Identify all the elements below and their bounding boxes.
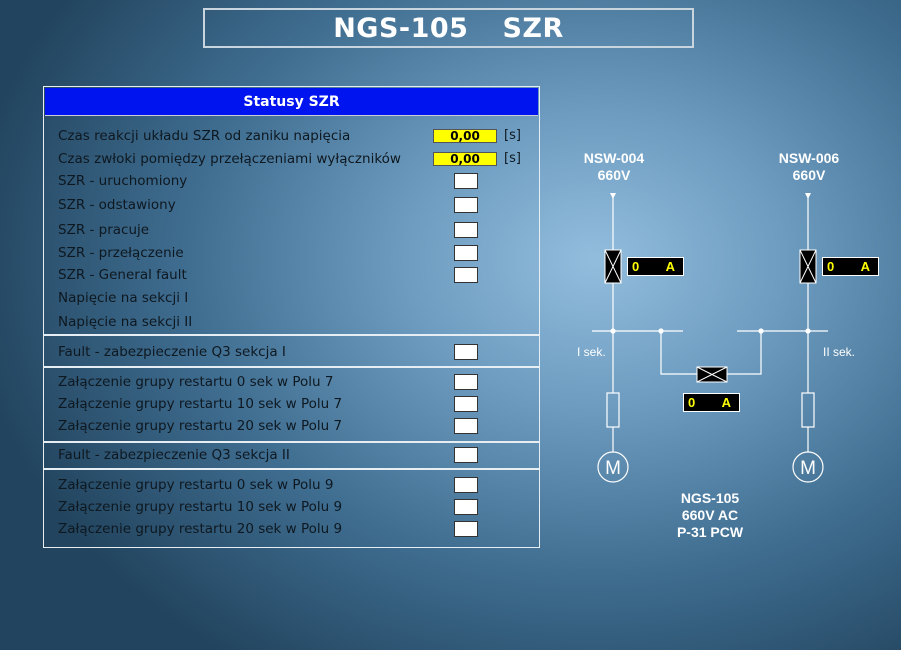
right-feeder-current-display: 0 A [822, 257, 879, 276]
left-feeder-current-value: 0 [632, 259, 640, 274]
section-1-label: I sek. [577, 345, 606, 359]
station-name: NGS-105 [680, 490, 740, 506]
right-bus-node [805, 328, 811, 334]
label-szr-stopped: SZR - odstawiony [58, 197, 176, 213]
left-feeder-arrow [610, 193, 616, 199]
coupler-left-line [660, 331, 697, 375]
restart-group-pole-9 [44, 468, 539, 549]
left-bus-node [610, 328, 616, 334]
restart-10s-pole-7-indicator [454, 396, 478, 412]
right-breaker-icon [799, 249, 817, 284]
label-switch-delay: Czas zwłoki pomiędzy przełączeniami wyłą… [58, 151, 401, 167]
szr-stopped-indicator [454, 197, 478, 213]
label-voltage-section-1: Napięcie na sekcji I [58, 290, 189, 306]
switch-delay-value: 0,00 [433, 152, 497, 166]
station-location: P-31 PCW [676, 524, 744, 540]
left-breaker-icon [604, 249, 622, 284]
label-fault-q3-section-1: Fault - zabezpieczenie Q3 sekcja I [58, 344, 286, 360]
left-feeder-voltage: 660V [597, 167, 631, 183]
status-panel: Statusy SZR Czas reakcji układu SZR od z… [43, 86, 540, 548]
right-coupler-node [758, 328, 764, 334]
right-feeder-current-value: 0 [827, 259, 835, 274]
coupler-current-unit: A [721, 395, 731, 410]
right-feeder-arrow [805, 193, 811, 199]
szr-general-fault-indicator [454, 267, 478, 283]
label-voltage-section-2: Napięcie na sekcji II [58, 314, 193, 330]
switch-delay-unit: [s] [504, 151, 521, 166]
title-station: NGS-105 [333, 12, 469, 44]
title-function: SZR [502, 12, 564, 44]
left-motor-icon [597, 451, 629, 483]
right-feeder-voltage: 660V [792, 167, 826, 183]
right-feeder-label: NSW-006 660V [770, 150, 848, 184]
restart-0s-pole-7-indicator [454, 374, 478, 390]
label-restart-10s-pole-9: Załączenie grupy restartu 10 sek w Polu … [58, 499, 343, 515]
coupler-current-display: 0 A [683, 393, 740, 412]
restart-20s-pole-7-indicator [454, 418, 478, 434]
left-feeder-current-unit: A [665, 259, 675, 274]
label-szr-running: SZR - pracuje [58, 222, 150, 238]
label-szr-started: SZR - uruchomiony [58, 173, 188, 189]
reaction-time-unit: [s] [504, 128, 521, 143]
restart-10s-pole-9-indicator [454, 499, 478, 515]
fault-section-1-group [44, 334, 539, 366]
szr-started-indicator [454, 173, 478, 189]
left-feeder-name: NSW-004 [583, 150, 645, 166]
label-restart-0s-pole-9: Załączenie grupy restartu 0 sek w Polu 9 [58, 477, 334, 493]
screen-title: NGS-105 SZR [203, 8, 694, 48]
label-reaction-time: Czas reakcji układu SZR od zaniku napięc… [58, 128, 351, 144]
right-feeder-name: NSW-006 [778, 150, 840, 166]
coupler-breaker-icon [696, 366, 728, 383]
status-panel-header: Statusy SZR [45, 88, 538, 116]
label-restart-20s-pole-9: Załączenie grupy restartu 20 sek w Polu … [58, 521, 343, 537]
right-feeder-current-unit: A [860, 259, 870, 274]
restart-20s-pole-9-indicator [454, 521, 478, 537]
left-feeder-current-display: 0 A [627, 257, 684, 276]
right-fuse-icon [801, 392, 815, 428]
left-motor-label: M [605, 458, 621, 479]
fault-q3-section-2-indicator [454, 447, 478, 463]
section-2-label: II sek. [823, 345, 856, 359]
label-restart-10s-pole-7: Załączenie grupy restartu 10 sek w Polu … [58, 396, 343, 412]
right-motor-label: M [800, 458, 816, 479]
reaction-time-value: 0,00 [433, 129, 497, 143]
coupler-right-line [727, 331, 762, 375]
szr-switching-indicator [454, 245, 478, 261]
label-restart-20s-pole-7: Załączenie grupy restartu 20 sek w Polu … [58, 418, 343, 434]
right-motor-icon [792, 451, 824, 483]
left-coupler-node [658, 328, 664, 334]
label-fault-q3-section-2: Fault - zabezpieczenie Q3 sekcja II [58, 447, 290, 463]
label-szr-switching: SZR - przełączenie [58, 245, 184, 261]
coupler-current-value: 0 [688, 395, 696, 410]
fault-section-2-group [44, 441, 539, 471]
station-info: NGS-105 660V AC P-31 PCW [660, 490, 760, 541]
station-voltage: 660V AC [681, 507, 739, 523]
fault-q3-section-1-indicator [454, 344, 478, 360]
left-feeder-label: NSW-004 660V [575, 150, 653, 184]
restart-group-pole-7 [44, 366, 539, 444]
restart-0s-pole-9-indicator [454, 477, 478, 493]
left-fuse-icon [606, 392, 620, 428]
szr-running-indicator [454, 222, 478, 238]
label-szr-general-fault: SZR - General fault [58, 267, 187, 283]
label-restart-0s-pole-7: Załączenie grupy restartu 0 sek w Polu 7 [58, 374, 334, 390]
